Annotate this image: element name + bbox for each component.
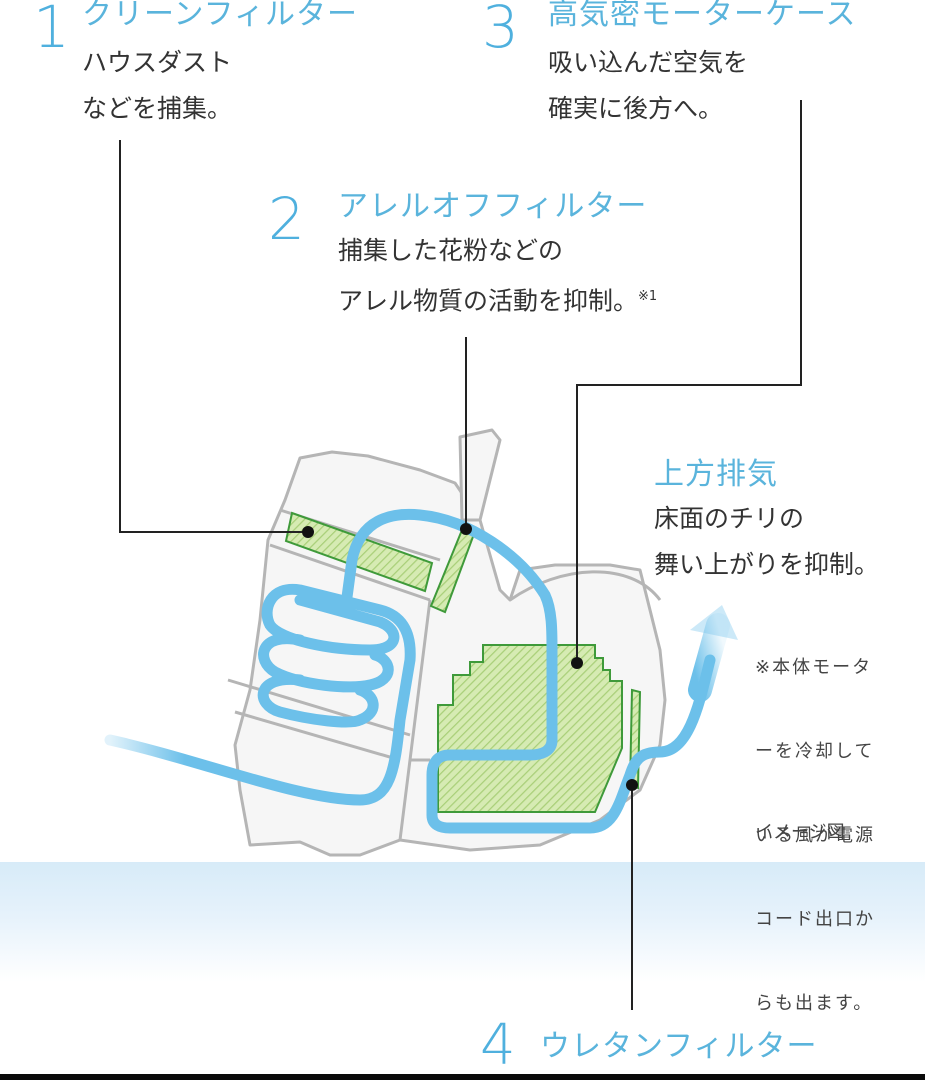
exhaust-description: 床面のチリの 舞い上がりを抑制。 bbox=[654, 496, 879, 588]
motor-cooling-note: ※本体モータ ーを冷却して いる風が電源 コード出口か らも出ます。 bbox=[755, 598, 875, 1046]
leader-lines bbox=[119, 100, 802, 1010]
callout-3-description: 吸い込んだ空気を 確実に後方へ。 bbox=[548, 40, 748, 132]
callout-3-number: 3 bbox=[482, 0, 519, 61]
leader-line-3 bbox=[576, 100, 802, 663]
image-caption: イメージ図 bbox=[755, 822, 845, 843]
airflow-path bbox=[104, 508, 738, 834]
callout-1-line-1: ハウスダスト bbox=[82, 48, 233, 77]
exhaust-title: 上方排気 bbox=[654, 457, 778, 492]
callout-2-title: アレルオフフィルター bbox=[338, 189, 648, 224]
floor-gradient bbox=[0, 862, 925, 982]
callout-3-line-2: 確実に後方へ。 bbox=[548, 94, 724, 123]
callout-1-line-2: などを捕集。 bbox=[82, 94, 233, 123]
filter-3-motor-case bbox=[437, 644, 623, 813]
callout-1-title: クリーンフィルター bbox=[82, 0, 358, 32]
callout-3-title: 高気密モーターケース bbox=[548, 0, 857, 32]
leader-line-1 bbox=[119, 140, 308, 533]
note-line-5: らも出ます。 bbox=[755, 993, 874, 1014]
callout-2-line-2: アレル物質の活動を抑制。※1 bbox=[338, 286, 658, 316]
leader-dots bbox=[302, 523, 638, 791]
callout-1-description: ハウスダスト などを捕集。 bbox=[82, 40, 232, 132]
callout-2-line-1: 捕集した花粉などの bbox=[338, 236, 564, 265]
callout-2-number: 2 bbox=[268, 185, 305, 253]
callout-4-title: ウレタンフィルター bbox=[540, 1029, 818, 1064]
exhaust-line-2: 舞い上がりを抑制。 bbox=[654, 550, 880, 579]
callout-3-line-1: 吸い込んだ空気を bbox=[548, 48, 749, 77]
note-line-2: ーを冷却して bbox=[755, 741, 875, 762]
note-line-1: ※本体モータ bbox=[755, 657, 873, 678]
note-line-3: いる風が電源 bbox=[755, 825, 875, 846]
exhaust-line-1: 床面のチリの bbox=[654, 504, 805, 533]
callout-1-number: 1 bbox=[33, 0, 70, 61]
bottom-edge-bar bbox=[0, 1074, 925, 1080]
callout-4-number: 4 bbox=[480, 1013, 516, 1078]
footnote-mark: ※1 bbox=[638, 289, 658, 304]
note-line-4: コード出口か bbox=[755, 909, 875, 930]
callout-2-description: 捕集した花粉などの アレル物質の活動を抑制。※1 bbox=[338, 228, 657, 324]
